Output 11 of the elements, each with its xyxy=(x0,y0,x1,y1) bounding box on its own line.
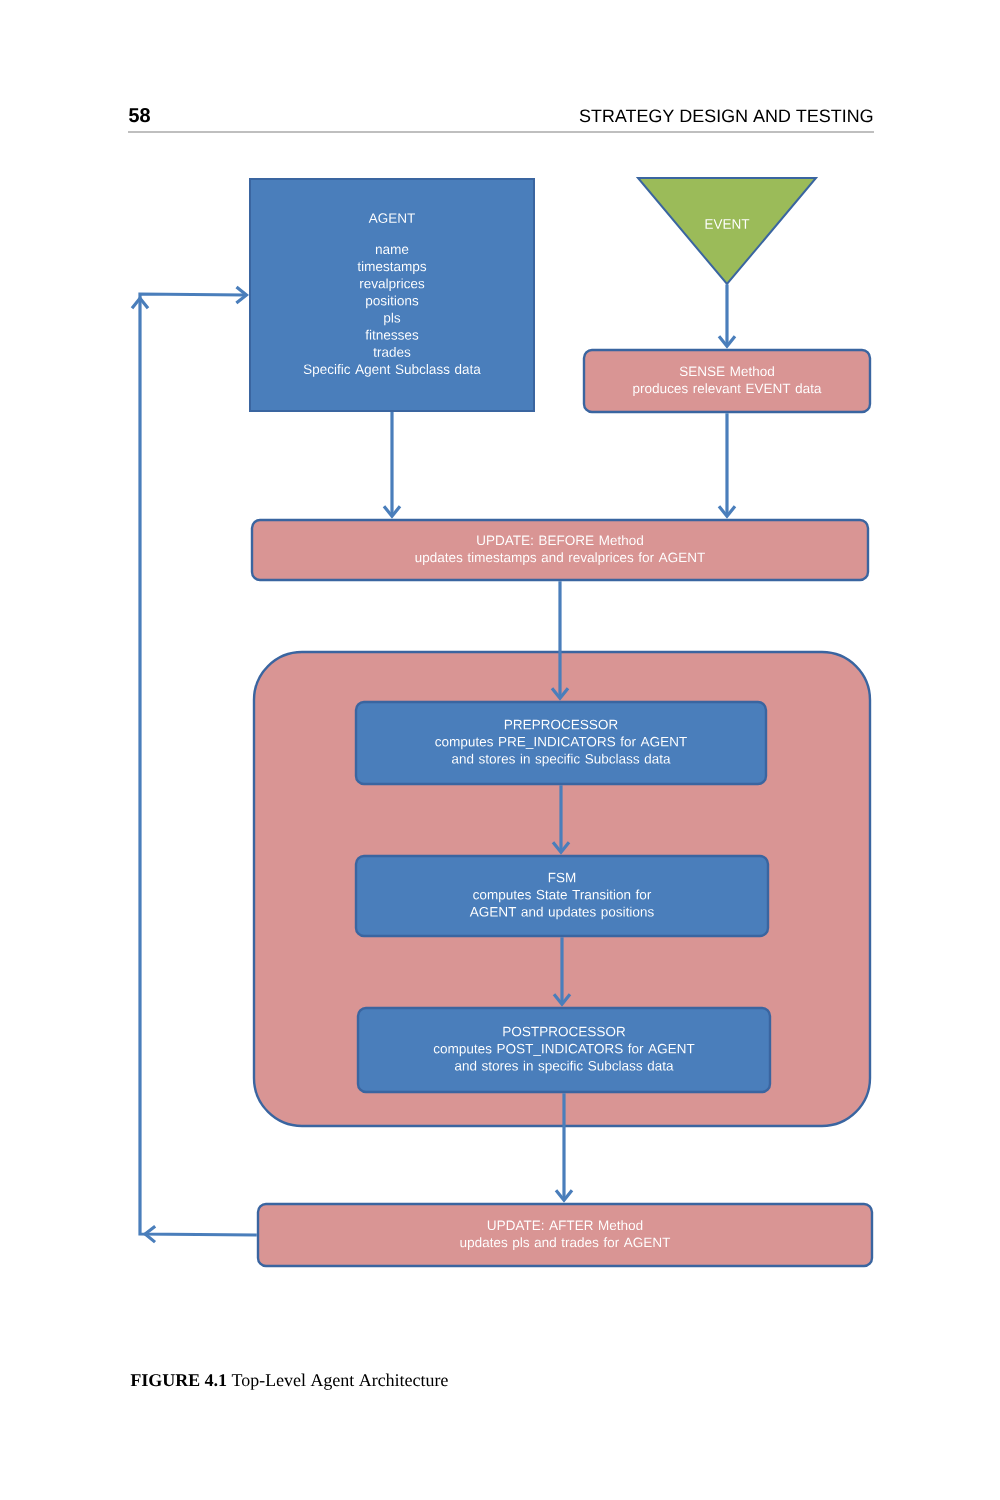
page-number: 58 xyxy=(129,108,150,123)
arrow xyxy=(382,412,402,519)
arrow xyxy=(130,285,257,1244)
running-header: STRATEGY DESIGN AND TESTING xyxy=(579,109,873,123)
arrow xyxy=(717,284,737,349)
figure-caption: FIGURE 4.1 Top-Level Agent Architecture xyxy=(130,1373,448,1390)
arrow xyxy=(550,581,570,701)
arrow xyxy=(551,785,571,855)
arrow xyxy=(554,1093,574,1203)
arrow xyxy=(552,937,572,1007)
arrow xyxy=(717,413,737,519)
